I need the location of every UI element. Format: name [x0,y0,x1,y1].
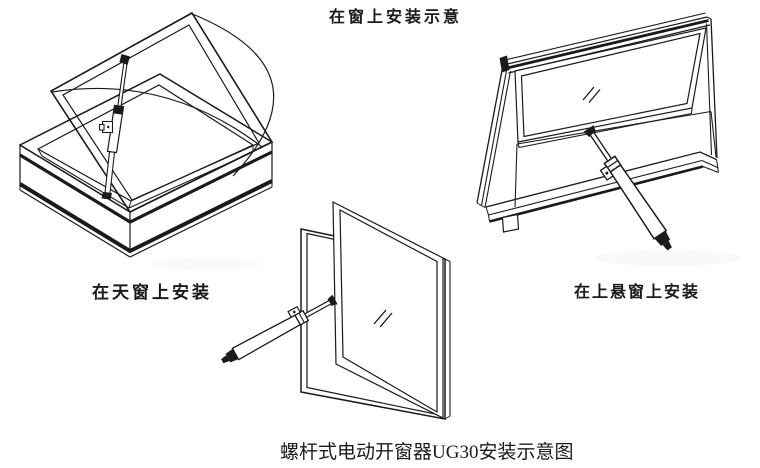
page-title: 在窗上安装示意 [329,9,463,26]
skylight-sash [49,11,274,214]
swing-arcs [51,12,275,177]
scan-smudge [150,258,260,270]
figure-caption: 螺杆式电动开窗器UG30安装示意图 [280,442,574,463]
top-hung-diagram [476,12,719,258]
skylight-actuator [98,54,130,200]
scan-smudge [593,250,743,266]
top-hung-frame [476,12,719,233]
skylight-diagram [18,11,275,258]
casement-sash [332,201,444,419]
top-hung-label: 在上悬窗上安装 [574,284,701,301]
skylight-label: 在天窗上安装 [92,283,212,302]
glass-mark [582,86,601,103]
skylight-curb [18,73,274,258]
top-hung-sash [514,27,707,149]
casement-diagram [215,201,451,420]
casement-actuator [215,288,339,368]
glass-mark [373,309,393,328]
top-hung-actuator [576,123,677,258]
